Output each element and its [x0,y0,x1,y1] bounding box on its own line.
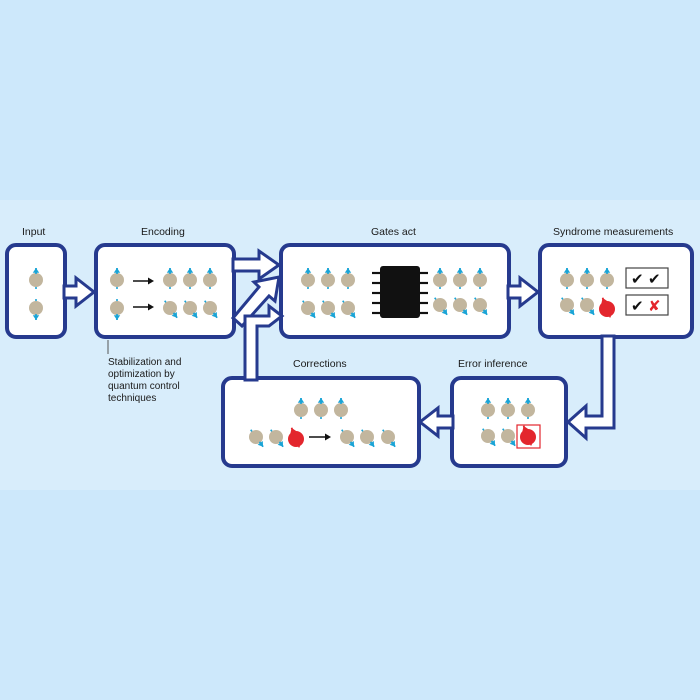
arrow-input-to-encoding [62,274,97,310]
qubit-icon [600,268,614,289]
arrow-encoding-to-gates-upper [231,248,282,282]
syndrome-check-box-1 [625,267,669,289]
label-gates: Gates act [371,226,416,238]
qubit-icon [269,429,284,448]
qubit-icon [580,297,595,316]
arrow-corrections-to-gates [243,302,285,382]
qubit-icon [183,268,197,289]
box-corrections [221,376,421,468]
gate-chip-icon [372,266,428,318]
qubit-layer [29,268,615,448]
check-mark-icon: ✔ [631,270,644,288]
qubit-icon [110,299,124,320]
qubit-icon [481,428,496,447]
qubit-icon [433,268,447,289]
qubit-icon [301,268,315,289]
qubit-icon [301,300,316,319]
note-line-2: optimization by [108,369,175,380]
error-qubit-icon [520,425,536,446]
qubit-icon [453,268,467,289]
qubit-icon [560,297,575,316]
qubit-icon [203,300,218,319]
error-highlight-box [516,424,541,449]
qubit-icon [163,268,177,289]
corrections-arrow [309,433,331,441]
qubit-icon [340,429,355,448]
qubit-icon [29,268,43,289]
qubit-icon [521,398,535,419]
check-mark-icon: ✔ [631,297,644,315]
box-input [5,243,67,339]
qubit-icon [501,398,515,419]
qubit-icon [334,398,348,419]
qubit-icon [501,428,516,447]
box-inference [450,376,568,468]
arrow-syndrome-to-inference [565,334,616,442]
check-mark-icon: ✔ [648,270,661,288]
qubit-icon [341,268,355,289]
qubit-icon [481,398,495,419]
qubit-icon [314,398,328,419]
encoding-arrow-top [133,277,154,285]
qubit-icon [249,429,264,448]
note-line-1: Stabilization and [108,357,181,368]
qubit-icon [360,429,375,448]
qubit-icon [580,268,594,289]
syndrome-check-box-2 [625,294,669,316]
qubit-icon [381,429,396,448]
arrow-gates-to-syndrome [506,274,541,310]
qubit-icon [29,299,43,320]
box-syndrome [538,243,694,339]
qubit-icon [473,297,488,316]
qubit-icon [341,300,356,319]
qubit-icon [183,300,198,319]
label-corrections: Corrections [293,358,347,370]
qubit-icon [321,300,336,319]
label-inference: Error inference [458,358,528,370]
qubit-icon [453,297,468,316]
label-encoding: Encoding [141,226,185,238]
note-line-3: quantum control [108,381,180,392]
cross-mark-icon: ✘ [648,297,661,315]
error-qubit-icon [288,427,304,448]
error-qubit-icon [599,297,615,318]
qubit-icon [294,398,308,419]
qubit-icon [203,268,217,289]
label-syndrome: Syndrome measurements [553,226,673,238]
qubit-icon [163,300,178,319]
box-encoding [94,243,236,339]
arrow-inference-to-corrections [417,404,455,440]
qubit-icon [433,297,448,316]
note-line-4: techniques [108,393,156,404]
qubit-icon [321,268,335,289]
qubit-icon [473,268,487,289]
encoding-arrow-bottom [133,303,154,311]
qubit-icon [560,268,574,289]
label-input: Input [22,226,45,238]
qubit-icon [110,268,124,289]
